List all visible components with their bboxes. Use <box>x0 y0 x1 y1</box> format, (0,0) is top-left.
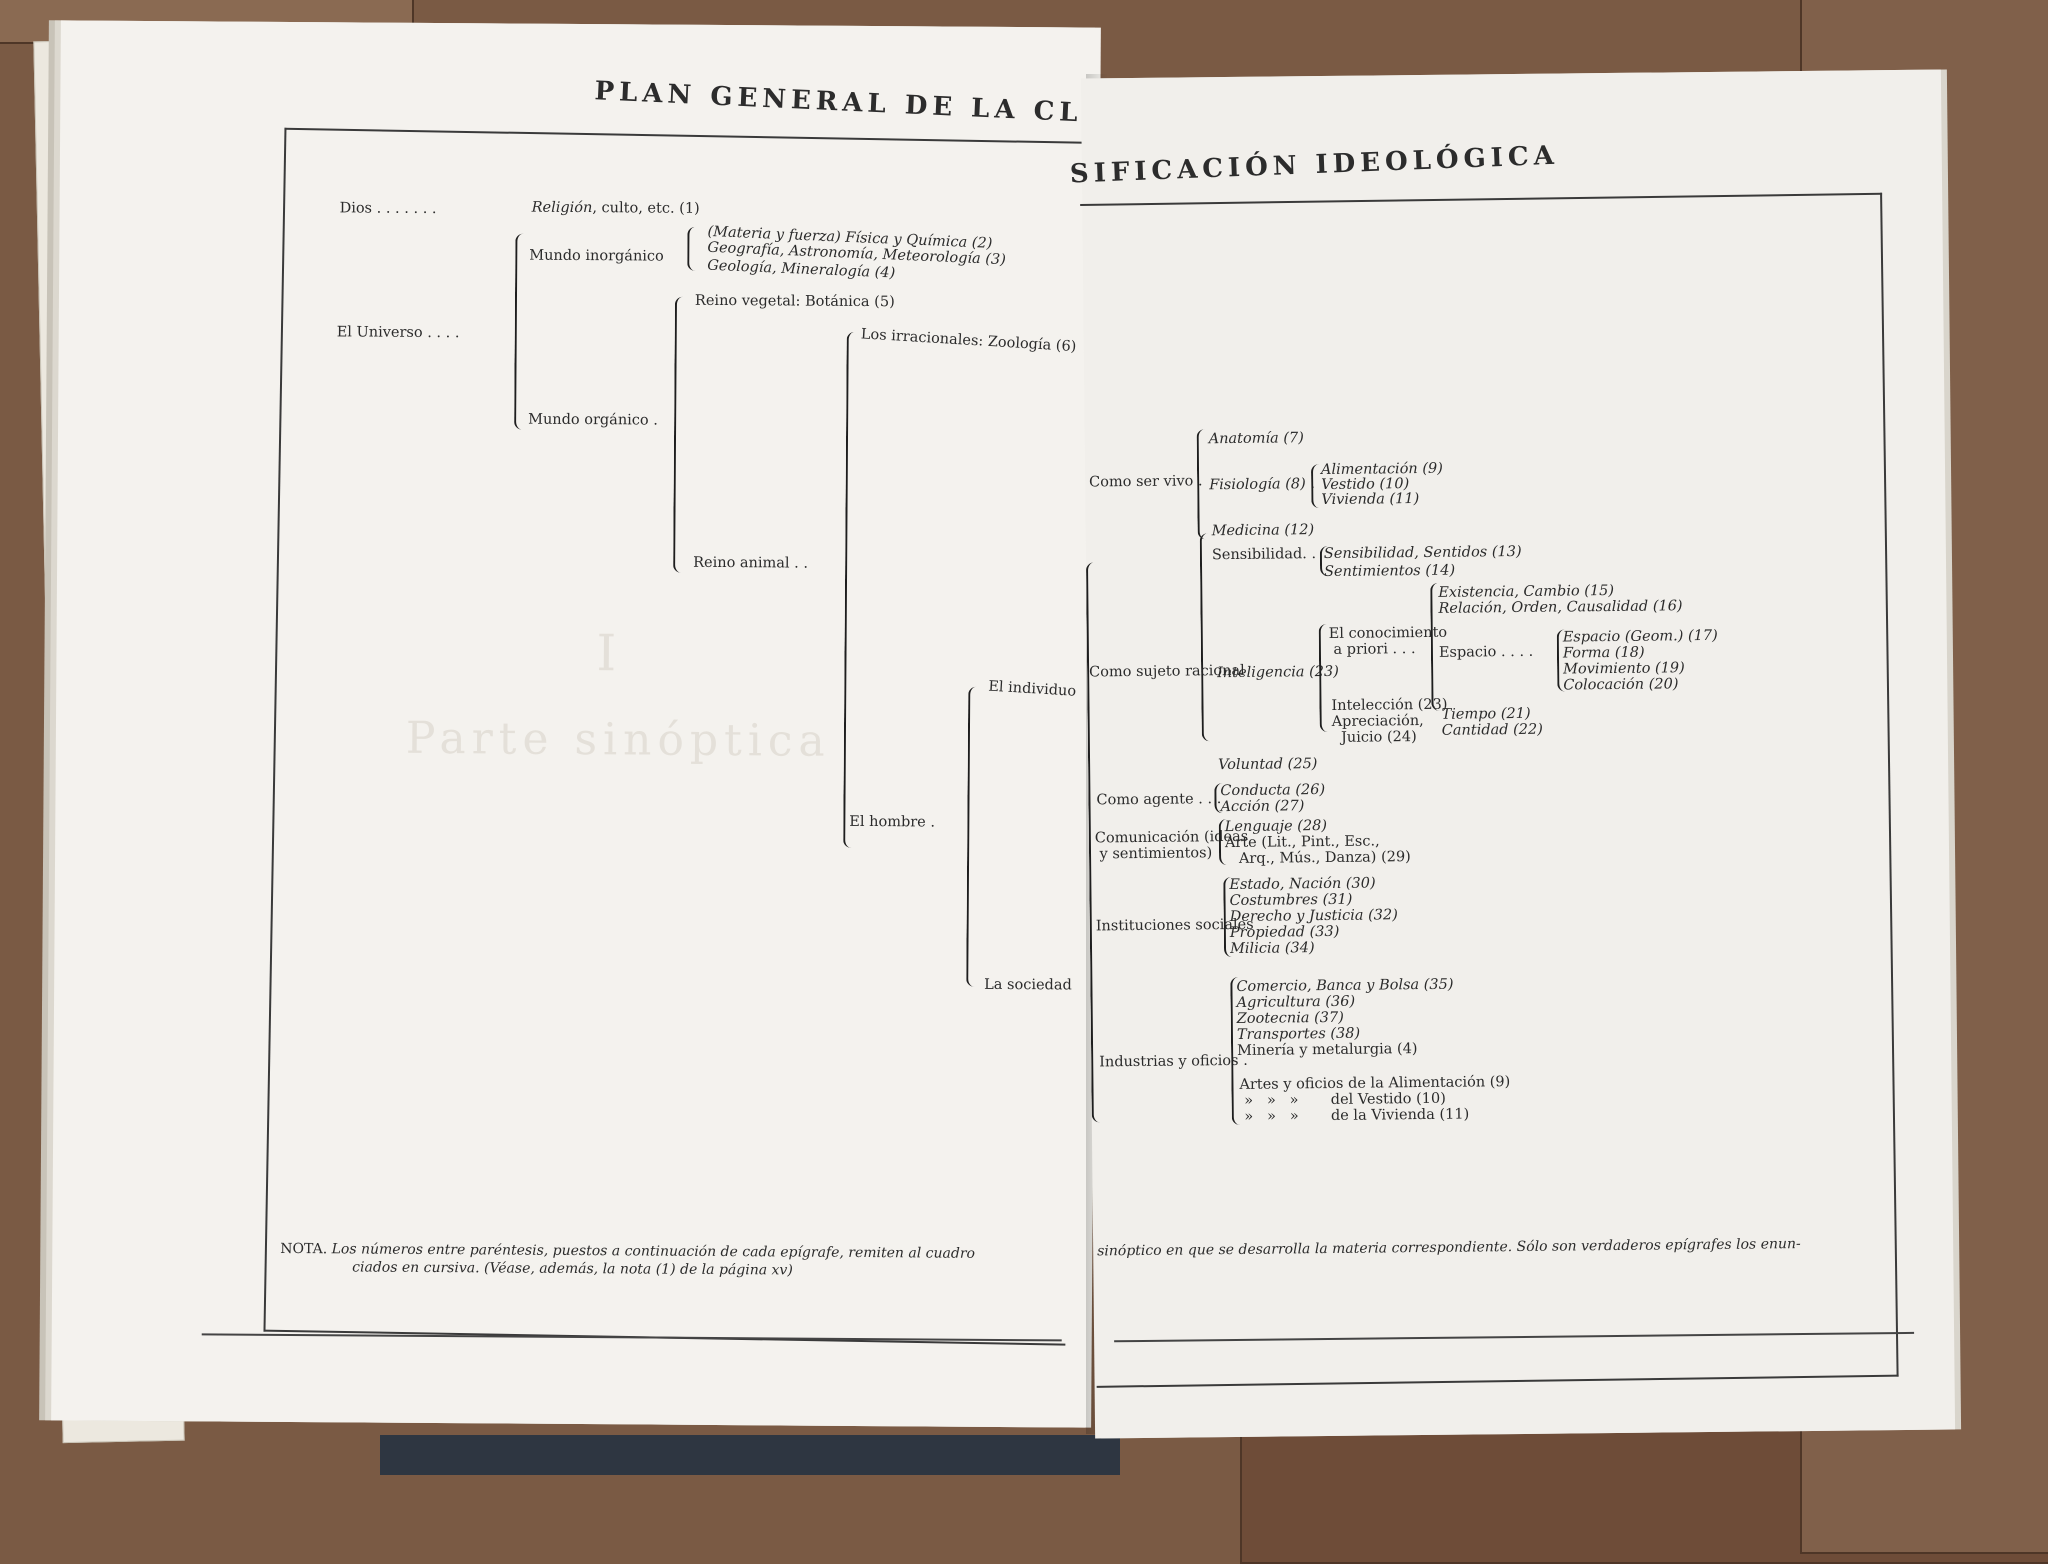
node-sociedad: La sociedad <box>984 976 1072 994</box>
node-artes-vivienda: » » » de la Vivienda (11) <box>1239 1106 1470 1125</box>
page-title-right: SIFICACIÓN IDEOLÓGICA <box>1069 140 1560 190</box>
node-sentimientos: Sentimientos (14) <box>1324 562 1456 581</box>
node-mundo-organico: Mundo orgánico . <box>528 411 658 429</box>
node-espacio-geom: Espacio (Geom.) (17) <box>1562 627 1718 646</box>
ghost-numeral: I <box>596 624 623 683</box>
brace <box>1310 464 1322 509</box>
node-estado: Estado, Nación (30) <box>1229 875 1376 894</box>
node-lenguaje: Lenguaje (28) <box>1224 818 1328 836</box>
node-industrias: Industrias y oficios . <box>1099 1052 1248 1071</box>
node-existencia: Existencia, Cambio (15) <box>1438 582 1615 601</box>
node-anatomia: Anatomía (7) <box>1208 430 1304 448</box>
node-reino-vegetal: Reino vegetal: Botánica (5) <box>694 292 895 311</box>
node-conocimiento-a-priori: El conocimiento a priori . . . <box>1328 624 1448 658</box>
node-artes-alimentacion: Artes y oficios de la Alimentación (9) <box>1239 1074 1511 1093</box>
node-mineria: Minería y metalurgia (4) <box>1237 1041 1418 1059</box>
node-vivienda: Vivienda (11) <box>1321 491 1420 509</box>
node-arte: Arte (Lit., Pint., Esc., Arq., Mús., Dan… <box>1224 833 1411 868</box>
nota-label: NOTA. <box>280 1240 328 1258</box>
node-zootecnia: Zootecnia (37) <box>1236 1009 1344 1027</box>
node-como-ser-vivo: Como ser vivo . <box>1089 473 1203 491</box>
node-transportes: Transportes (38) <box>1236 1025 1361 1043</box>
node-conducta: Conducta (26) <box>1220 782 1326 800</box>
node-costumbres: Costumbres (31) <box>1229 891 1353 910</box>
node-movimiento: Movimiento (19) <box>1563 660 1685 678</box>
node-espacio: Espacio . . . . <box>1438 643 1534 661</box>
node-voluntad: Voluntad (25) <box>1218 756 1318 774</box>
nota-left: NOTA. Los números entre paréntesis, pues… <box>280 1240 1080 1282</box>
node-fisiologia: Fisiología (8) . <box>1209 476 1316 494</box>
node-comercio: Comercio, Banca y Bolsa (35) <box>1236 976 1454 995</box>
page-title-left: PLAN GENERAL DE LA CLA <box>593 76 1109 130</box>
nota-text: ciados en cursiva. (Véase, además, la no… <box>352 1259 793 1279</box>
node-sensibilidad-sentidos: Sensibilidad, Sentidos (13) <box>1323 543 1522 563</box>
node-mundo-inorganico: Mundo inorgánico <box>529 247 664 265</box>
brace <box>1199 533 1214 742</box>
right-page: SIFICACIÓN IDEOLÓGICA Como ser vivo . An… <box>1069 69 1956 1439</box>
node-derecho: Derecho y Justicia (32) <box>1229 907 1398 926</box>
node-como-agente: Como agente . . . <box>1096 791 1222 809</box>
brace <box>514 233 530 430</box>
brace <box>673 296 689 573</box>
node-universo: El Universo . . . . <box>336 324 460 342</box>
node-accion: Acción (27) <box>1220 798 1305 816</box>
node-inteleccion: Intelección (23) Apreciación, Juicio (24… <box>1331 696 1448 746</box>
node-agricultura: Agricultura (36) <box>1236 993 1356 1011</box>
node-propiedad: Propiedad (33) <box>1229 923 1340 942</box>
left-page: PLAN GENERAL DE LA CLA I Parte sinóptica… <box>51 20 1108 1428</box>
brace <box>687 226 700 271</box>
book-spine <box>380 1435 1120 1475</box>
nota-text: Los números entre paréntesis, puestos a … <box>331 1241 976 1262</box>
node-sensibilidad: Sensibilidad. . <box>1211 546 1317 564</box>
open-book: PLAN GENERAL DE LA CLA I Parte sinóptica… <box>51 14 1960 1454</box>
node-relacion: Relación, Orden, Causalidad (16) <box>1438 598 1683 617</box>
node-medicina: Medicina (12) <box>1211 522 1315 540</box>
node-tiempo: Tiempo (21) <box>1441 705 1531 723</box>
brace <box>1196 429 1210 540</box>
node-hombre: El hombre . <box>849 813 936 831</box>
ghost-section-title: Parte sinóptica <box>405 712 831 767</box>
node-reino-animal: Reino animal . . <box>693 554 809 572</box>
node-cantidad: Cantidad (22) <box>1441 721 1543 739</box>
node-dios: Dios . . . . . . . <box>339 200 437 218</box>
node-colocacion: Colocación (20) <box>1563 676 1679 694</box>
node-forma: Forma (18) <box>1562 644 1645 662</box>
brace <box>966 686 983 987</box>
node-religion: Religión, culto, etc. (1) <box>531 199 700 217</box>
node-milicia: Milicia (34) <box>1229 940 1315 958</box>
